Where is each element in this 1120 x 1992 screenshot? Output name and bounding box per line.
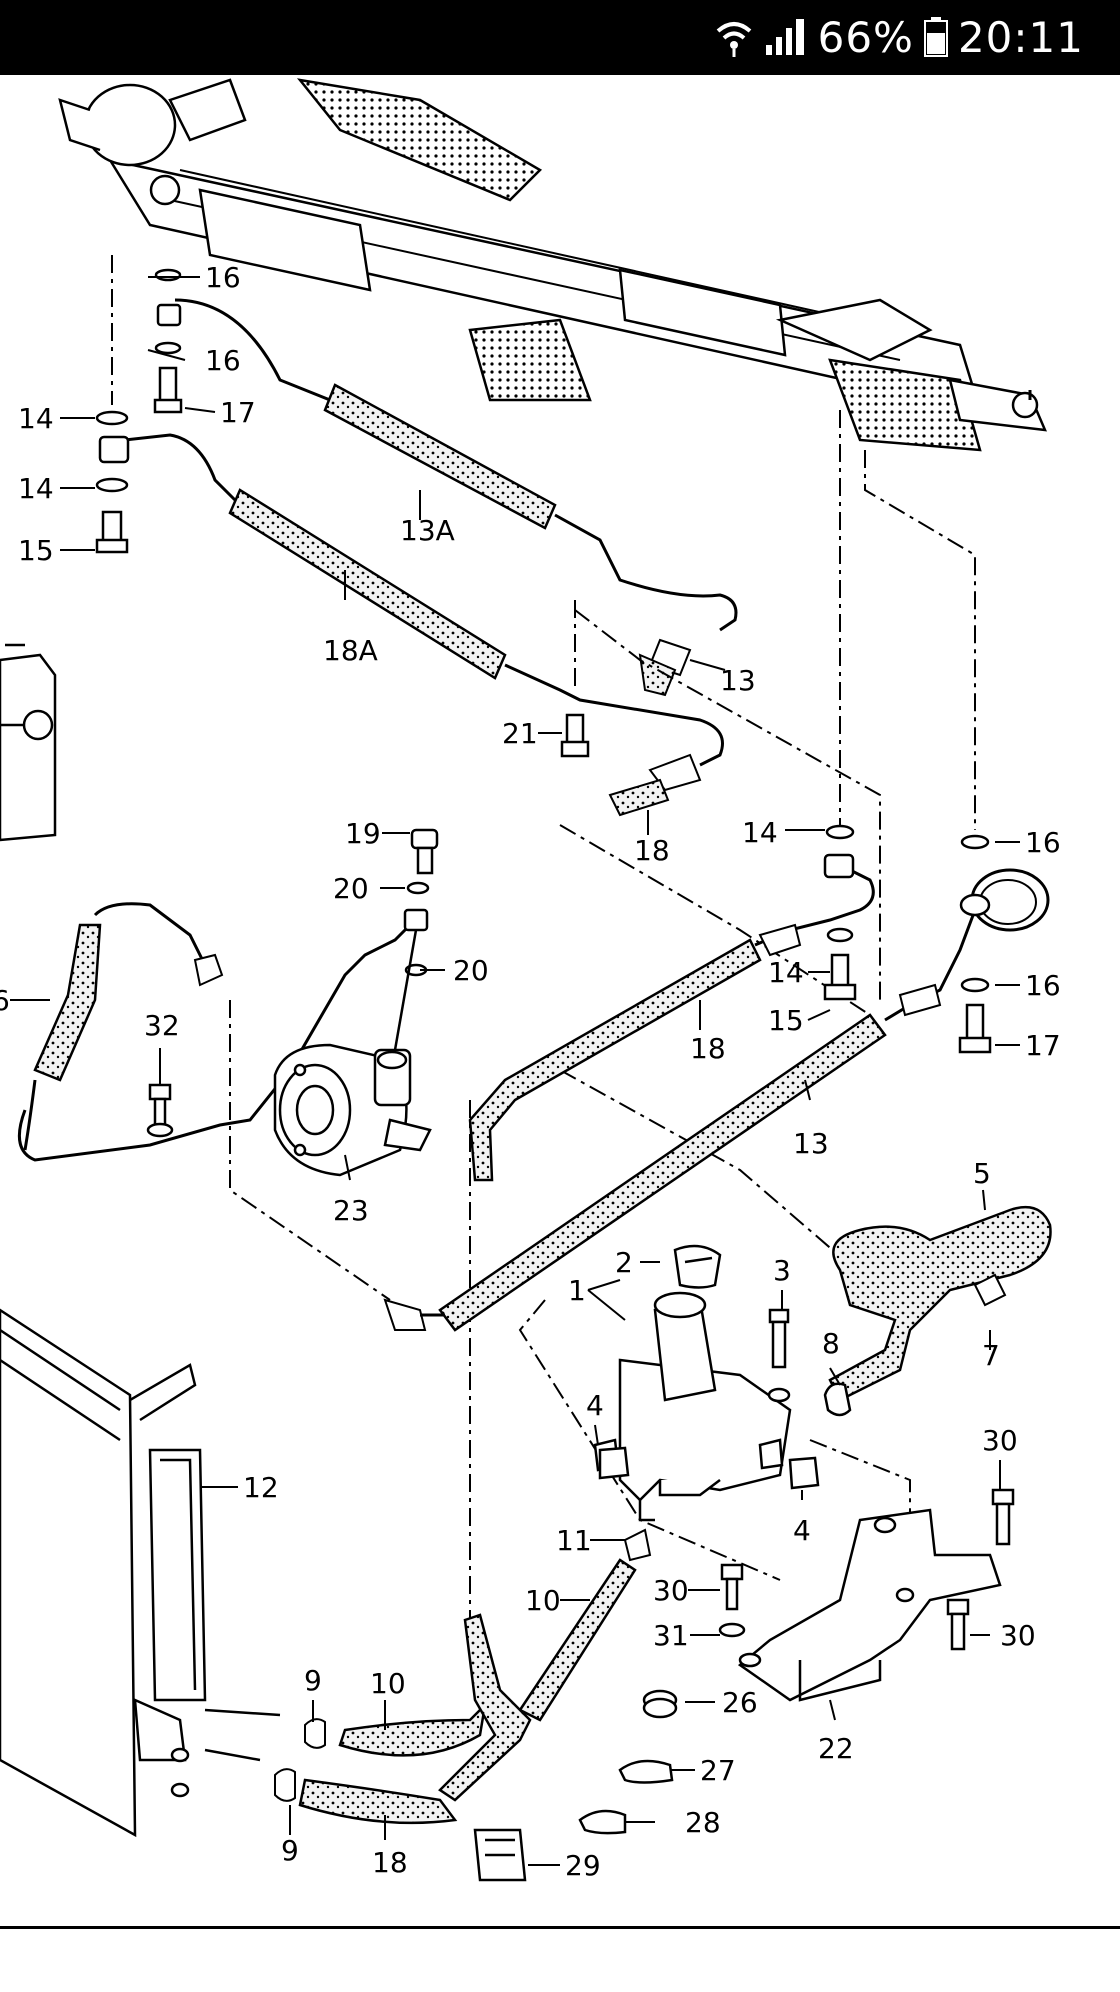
clock: 20:11	[957, 12, 1084, 62]
bolts-30-31	[718, 1488, 1015, 1668]
label-8: 8	[822, 1327, 840, 1360]
label-18-lower: 18	[372, 1846, 408, 1879]
small-parts-26-29	[473, 1689, 678, 1882]
label-29: 29	[565, 1849, 601, 1882]
parts-diagram: 16 16 14 17 14 15 13A 18A 13 21 18 14 16…	[0, 78, 1061, 1882]
battery-percent: 66%	[817, 12, 914, 62]
label-15-top: 15	[18, 534, 54, 567]
label-30-right: 30	[1000, 1619, 1036, 1652]
label-19: 19	[345, 817, 381, 850]
rubber-mounts-4	[598, 1446, 820, 1490]
hose-10-return	[304, 1528, 652, 1802]
canister	[0, 643, 57, 842]
label-17-lower: 17	[1025, 1029, 1061, 1062]
label-18-top: 18	[634, 834, 670, 867]
label-13-top: 13	[720, 664, 756, 697]
label-28: 28	[685, 1806, 721, 1839]
label-4-left: 4	[586, 1389, 604, 1422]
return-line-6	[17, 902, 412, 1162]
status-bar: 66% 20:11	[0, 0, 1120, 75]
signal-icon	[765, 19, 804, 55]
label-13-mid: 13	[793, 1127, 829, 1160]
label-18-mid: 18	[690, 1032, 726, 1065]
callout-leaders	[10, 276, 1020, 1866]
hose-5	[828, 1205, 1052, 1402]
label-20-a: 20	[333, 872, 369, 905]
hose-13a	[174, 298, 738, 697]
callout-labels: 16 16 14 17 14 15 13A 18A 13 21 18 14 16…	[0, 261, 1061, 1882]
label-14-a: 14	[18, 402, 54, 435]
label-20-b: 20	[453, 954, 489, 987]
label-6: 6	[0, 984, 10, 1017]
label-23: 23	[333, 1194, 369, 1227]
oil-cooler	[0, 1308, 281, 1838]
label-27: 27	[700, 1754, 736, 1787]
bottom-divider	[0, 1926, 1120, 1929]
bolt-3	[767, 1308, 791, 1403]
label-10-upper: 10	[525, 1584, 561, 1617]
label-31: 31	[653, 1619, 689, 1652]
label-16-mid: 16	[205, 344, 241, 377]
hose-18-pressure	[468, 824, 875, 1182]
label-7: 7	[982, 1339, 1000, 1372]
clamp-8	[823, 1382, 852, 1417]
label-5: 5	[973, 1157, 991, 1190]
label-32: 32	[144, 1009, 180, 1042]
label-1: 1	[568, 1274, 586, 1307]
label-22: 22	[818, 1732, 854, 1765]
hose-18-lower	[274, 1768, 458, 1825]
steering-rack	[58, 78, 1048, 452]
banjo-bolt-19	[393, 828, 439, 1051]
label-15-lower: 15	[768, 1004, 804, 1037]
bracket-22	[737, 1508, 1002, 1702]
label-9-upper: 9	[304, 1664, 322, 1697]
label-11: 11	[556, 1524, 592, 1557]
label-14-b: 14	[18, 472, 54, 505]
status-icons: 66% 20:11	[714, 12, 1084, 62]
label-13a: 13A	[400, 514, 455, 547]
battery-icon	[923, 17, 948, 57]
label-14-right: 14	[742, 816, 778, 849]
label-18a: 18A	[323, 634, 378, 667]
label-16-lower: 16	[1025, 969, 1061, 1002]
banjo-fittings-left	[95, 268, 183, 554]
label-30-top: 30	[982, 1424, 1018, 1457]
label-9-lower: 9	[281, 1834, 299, 1867]
hose-18a	[124, 433, 724, 817]
label-3: 3	[773, 1254, 791, 1287]
label-2: 2	[615, 1246, 633, 1279]
label-10-lower: 10	[370, 1667, 406, 1700]
wifi-icon	[716, 22, 751, 57]
label-14-lower: 14	[768, 956, 804, 989]
reservoir	[593, 1244, 792, 1522]
label-21: 21	[502, 717, 538, 750]
power-steering-pump	[273, 1043, 432, 1177]
dashed-leaders	[111, 255, 976, 1620]
label-26: 26	[722, 1686, 758, 1719]
label-30-mid: 30	[653, 1574, 689, 1607]
hose-13-pressure	[383, 834, 1050, 1332]
label-16-right: 16	[1025, 826, 1061, 859]
label-12: 12	[243, 1471, 279, 1504]
bolt-32	[146, 1083, 174, 1138]
label-17-top: 17	[220, 396, 256, 429]
bolt-21	[560, 713, 590, 758]
label-16-top: 16	[205, 261, 241, 294]
label-4-right: 4	[793, 1514, 811, 1547]
